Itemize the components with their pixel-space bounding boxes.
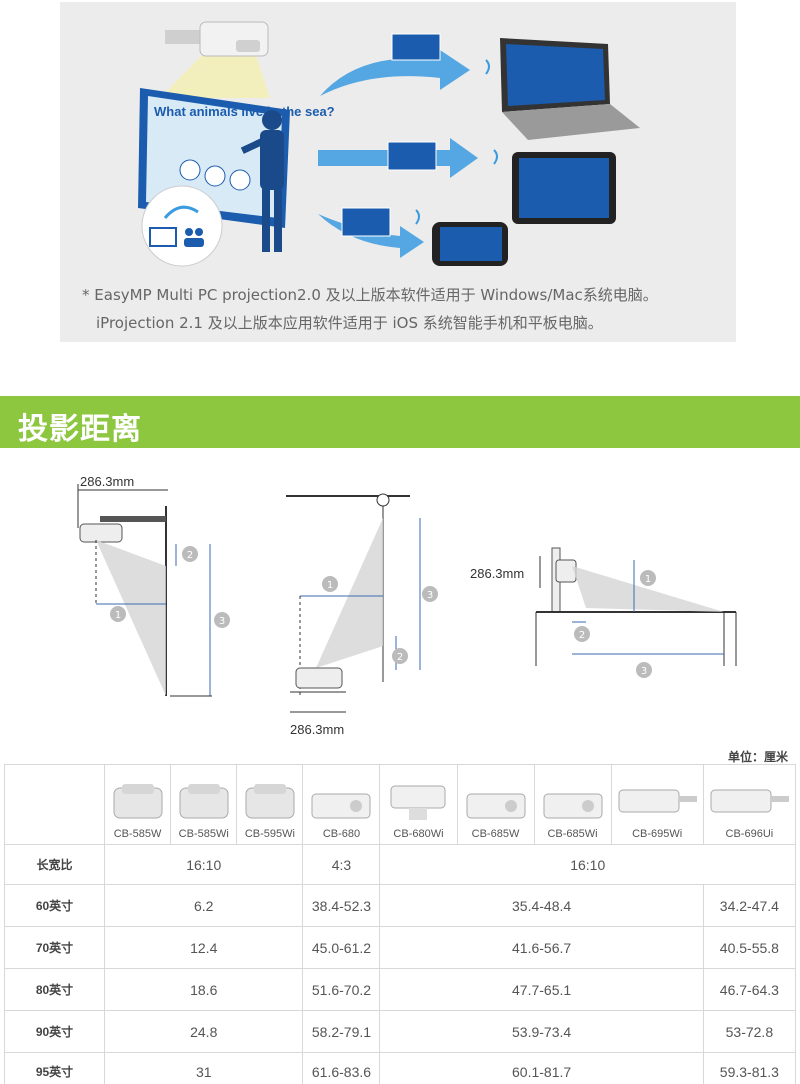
note-easymp: * EasyMP Multi PC projection2.0 及以上版本软件适… [82, 286, 658, 304]
model-name: CB-680 [322, 828, 361, 840]
table-row: 90英寸 24.8 58.2-79.1 53.9-73.4 53-72.8 [4, 1010, 797, 1053]
presenter-silhouette [240, 110, 284, 252]
table-row: 80英寸 18.6 51.6-70.2 47.7-65.1 46.7-64.3 [4, 968, 797, 1011]
model-cell: CB-680 [302, 764, 381, 845]
svg-text:2: 2 [187, 550, 193, 561]
table-cell: 18.6 [103, 968, 304, 1011]
table-cell: 34.2-47.4 [702, 884, 797, 927]
table-cell: 46.7-64.3 [702, 968, 797, 1011]
diagram-wall-mount: 1 2 3 [77, 484, 230, 697]
model-cell: CB-585W [103, 764, 172, 845]
table-cell: 60.1-81.7 [379, 1052, 704, 1084]
smartphone-device [415, 209, 508, 266]
model-name: CB-685Wi [547, 828, 598, 840]
svg-text:3: 3 [219, 616, 225, 627]
row-label: 60英寸 [4, 884, 105, 927]
table-cell: 61.6-83.6 [302, 1052, 381, 1084]
table-cell: 31 [103, 1052, 304, 1084]
table-cell: 51.6-70.2 [302, 968, 381, 1011]
table-cell: 45.0-61.2 [302, 926, 381, 969]
aspect-ratio-row: 长宽比 16:10 4:3 16:10 [4, 844, 796, 885]
diagram-table-mount: 1 2 3 [286, 493, 438, 713]
model-cell: CB-585Wi [170, 764, 238, 845]
projector-image [311, 793, 371, 819]
tablet-device [493, 149, 616, 224]
row-label: 80英寸 [4, 968, 105, 1011]
projector-beam [160, 52, 270, 98]
table-row: 60英寸 6.2 38.4-52.3 35.4-48.4 34.2-47.4 [4, 884, 797, 927]
table-cell: 6.2 [103, 884, 304, 927]
section-header-bar [0, 396, 800, 448]
projector-image [710, 789, 790, 813]
unit-label: 单位：厘米 [727, 750, 788, 764]
table-cell: 24.8 [103, 1010, 304, 1053]
model-name: CB-685W [471, 828, 520, 840]
model-cell: CB-595Wi [236, 764, 304, 845]
row-label: 90英寸 [4, 1010, 105, 1053]
multi-pc-projection-icon [141, 185, 223, 267]
svg-text:2: 2 [397, 652, 403, 663]
dim-label-wall: 286.3mm [80, 474, 135, 489]
svg-text:1: 1 [327, 580, 333, 591]
model-name: CB-585Wi [178, 828, 229, 840]
projection-distance-table: CB-585W CB-585Wi CB-595Wi CB-680 CB-680W… [4, 764, 797, 1084]
dim-label-tabletop: 286.3mm [470, 566, 525, 581]
model-cell: CB-685Wi [533, 764, 612, 845]
note-iprojection: iProjection 2.1 及以上版本应用软件适用于 iOS 系统智能手机和… [96, 314, 603, 332]
row-label: 长宽比 [4, 844, 105, 885]
model-cell: CB-685W [456, 764, 535, 845]
projector-image [466, 793, 525, 819]
arrow-to-tablet [318, 138, 478, 178]
projector-image [543, 793, 603, 819]
projector-image [390, 785, 446, 820]
dim-label-table: 286.3mm [290, 722, 345, 737]
table-cell: 16:10 [103, 844, 304, 885]
row-label: 70英寸 [4, 926, 105, 969]
projector-image [618, 789, 698, 813]
model-name: CB-696Ui [725, 828, 774, 840]
banner-illustration: What animals live in the sea? [138, 21, 640, 267]
row-label: 95英寸 [4, 1052, 105, 1084]
section-title: 投影距离 [18, 412, 142, 447]
model-cell: CB-680Wi [379, 764, 458, 845]
svg-text:1: 1 [645, 574, 651, 585]
table-cell: 40.5-55.8 [702, 926, 797, 969]
table-cell: 16:10 [379, 844, 796, 885]
table-cell: 53-72.8 [702, 1010, 797, 1053]
table-row: 95英寸 31 61.6-83.6 60.1-81.7 59.3-81.3 [4, 1052, 797, 1084]
model-name: CB-680Wi [393, 828, 444, 840]
model-name: CB-695Wi [632, 828, 683, 840]
model-name: CB-585W [113, 828, 162, 840]
svg-text:3: 3 [641, 666, 647, 677]
arrow-to-laptop [320, 33, 470, 96]
diagram-tabletop: 1 2 3 [535, 547, 737, 678]
projection-distance-diagrams: 1 2 3 1 2 3 1 2 3 [77, 484, 737, 713]
model-header-row: CB-585W CB-585Wi CB-595Wi CB-680 CB-680W… [4, 764, 797, 845]
model-name: CB-595Wi [244, 828, 295, 840]
table-cell: 47.7-65.1 [379, 968, 704, 1011]
table-cell: 35.4-48.4 [379, 884, 704, 927]
svg-text:1: 1 [115, 610, 121, 621]
table-cell: 12.4 [103, 926, 304, 969]
table-cell: 58.2-79.1 [302, 1010, 381, 1053]
arrow-to-phone [318, 207, 424, 258]
svg-text:3: 3 [427, 590, 433, 601]
svg-text:2: 2 [579, 630, 585, 641]
projector-image [113, 784, 163, 819]
model-cell: CB-696Ui [702, 764, 797, 845]
table-cell: 59.3-81.3 [702, 1052, 797, 1084]
projector-image [245, 784, 295, 819]
model-cell: CB-695Wi [610, 764, 704, 845]
corner-cell [4, 764, 105, 845]
screen-headline: What animals live in the sea? [154, 104, 335, 119]
table-cell: 4:3 [302, 844, 381, 885]
projector-image [179, 784, 229, 819]
table-cell: 41.6-56.7 [379, 926, 704, 969]
banner-projector [165, 21, 269, 57]
table-row: 70英寸 12.4 45.0-61.2 41.6-56.7 40.5-55.8 [4, 926, 797, 969]
table-cell: 38.4-52.3 [302, 884, 381, 927]
laptop-device [485, 38, 640, 140]
table-cell: 53.9-73.4 [379, 1010, 704, 1053]
